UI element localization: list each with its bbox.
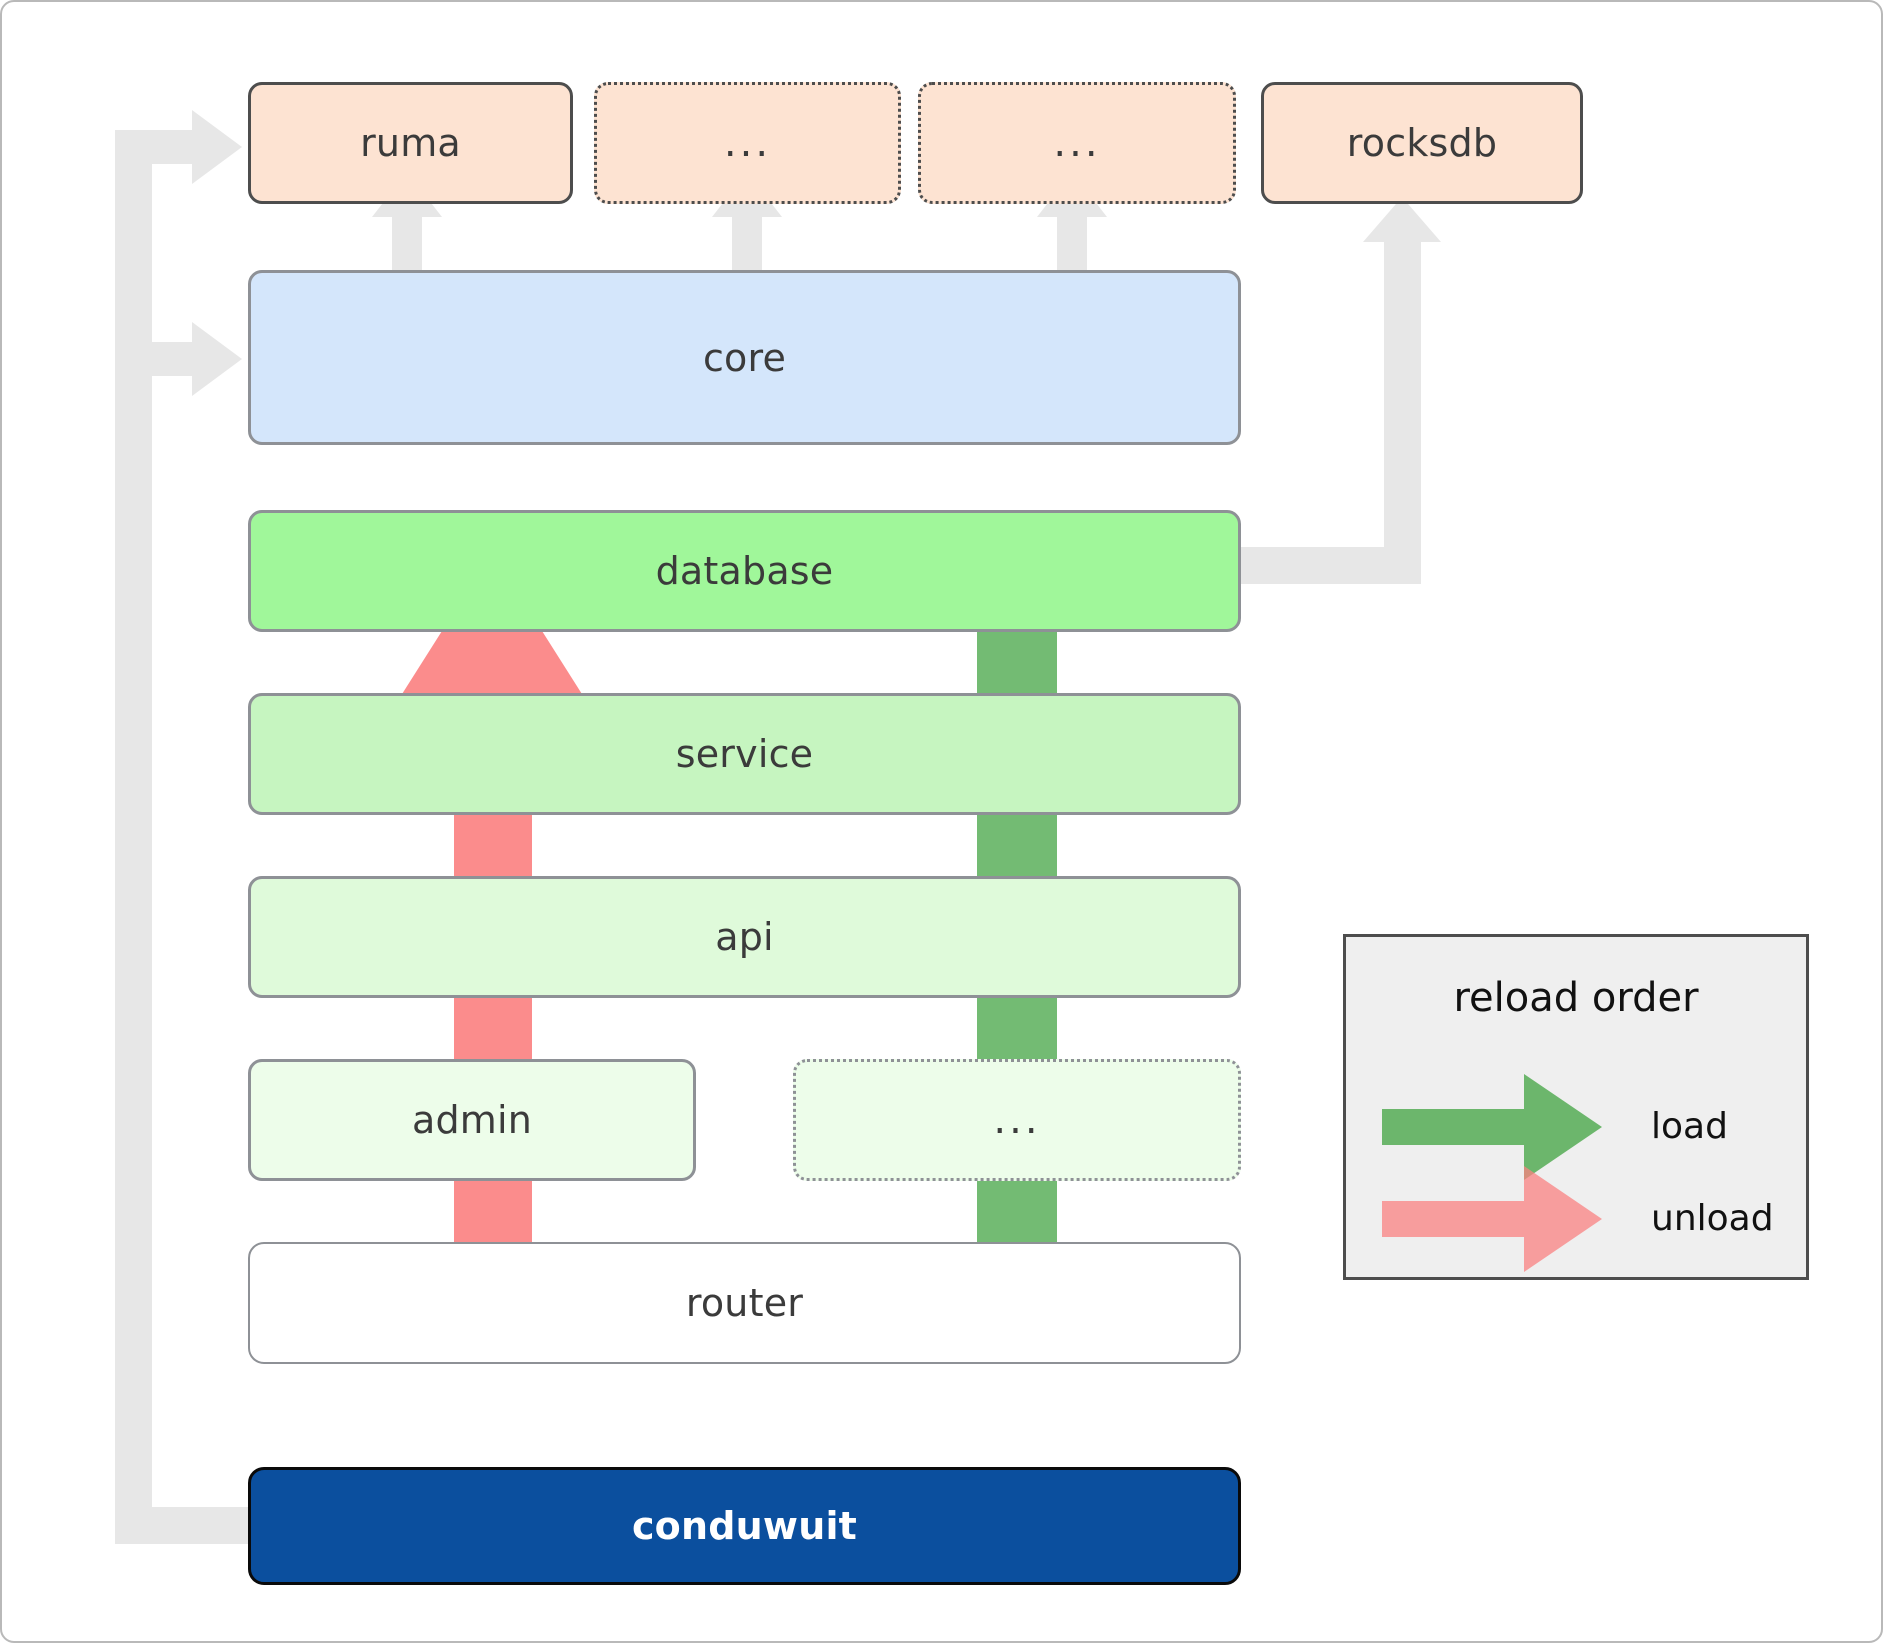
layer-node-router[interactable]: router [248,1242,1241,1364]
layer-node-api[interactable]: api [248,876,1241,998]
layer-label: api [715,915,774,959]
application-node-conduwuit[interactable]: conduwuit [248,1467,1241,1585]
layer-node-database[interactable]: database [248,510,1241,632]
legend-label-load: load [1651,1106,1728,1147]
database-to-rocksdb-connector [1239,197,1441,584]
layer-label: ... [993,1097,1041,1143]
core-node[interactable]: core [248,270,1241,445]
layer-label: database [655,549,834,593]
layer-label: admin [411,1098,533,1142]
legend-label-unload: unload [1651,1198,1774,1239]
dependency-node-rocksdb[interactable]: rocksdb [1261,82,1583,204]
application-label: conduwuit [631,1504,858,1548]
legend-unload-arrow [1382,1166,1602,1272]
legend-title: reload order [1453,975,1699,1021]
dependency-label: rocksdb [1346,121,1498,165]
dependency-label: ... [723,120,772,166]
dependency-node-ruma[interactable]: ruma [248,82,573,204]
dependency-label: ruma [360,121,461,165]
layer-node-service[interactable]: service [248,693,1241,815]
dependency-node-placeholder-2[interactable]: ... [918,82,1236,204]
layer-node-placeholder[interactable]: ... [793,1059,1241,1181]
core-label: core [702,335,787,380]
layer-label: service [675,732,814,776]
layer-node-admin[interactable]: admin [248,1059,696,1181]
legend-load-arrow [1382,1074,1602,1180]
gray-dependency-connector [115,110,252,1544]
legend-box: reload order load unload [1343,934,1809,1280]
dependency-node-placeholder-1[interactable]: ... [594,82,901,204]
dependency-label: ... [1053,120,1101,166]
layer-label: router [685,1281,804,1325]
